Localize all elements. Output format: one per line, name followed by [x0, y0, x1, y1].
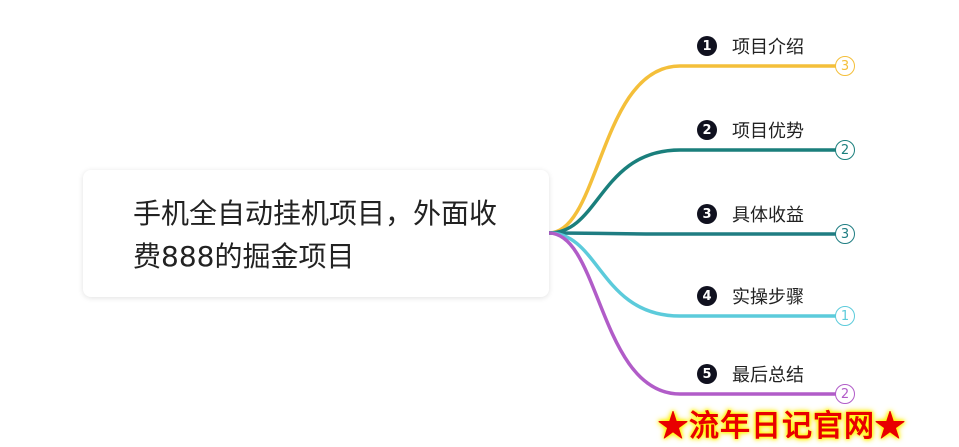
root-topic-text: 手机全自动挂机项目，外面收费888的掘金项目	[133, 197, 498, 273]
branch-label: 实操步骤	[732, 287, 804, 308]
branch-label: 项目介绍	[732, 37, 804, 58]
root-topic[interactable]: 手机全自动挂机项目，外面收费888的掘金项目	[83, 170, 549, 297]
collapse-count-button[interactable]: 2	[835, 384, 855, 404]
branch-line	[548, 231, 836, 396]
branch-line	[548, 231, 836, 318]
branch-topic[interactable]: 3 具体收益	[697, 202, 804, 226]
branch-label: 项目优势	[732, 121, 804, 142]
branch-topic[interactable]: 4 实操步骤	[697, 284, 804, 308]
branch-topic[interactable]: 1 项目介绍	[697, 34, 804, 58]
branch-label: 具体收益	[732, 205, 804, 226]
number-badge-icon: 3	[697, 204, 717, 224]
number-badge-icon: 1	[697, 36, 717, 56]
branch-line	[548, 64, 836, 235]
watermark: ★流年日记官网★	[658, 409, 906, 444]
collapse-count-button[interactable]: 1	[835, 306, 855, 326]
collapse-count-button[interactable]: 2	[835, 140, 855, 160]
number-badge-icon: 5	[697, 364, 717, 384]
branch-topic[interactable]: 5 最后总结	[697, 362, 804, 386]
number-badge-icon: 4	[697, 286, 717, 306]
collapse-count-button[interactable]: 3	[835, 224, 855, 244]
branch-line	[548, 148, 836, 235]
collapse-count-button[interactable]: 3	[835, 56, 855, 76]
branch-label: 最后总结	[732, 365, 804, 386]
branch-line	[548, 231, 836, 236]
number-badge-icon: 2	[697, 120, 717, 140]
branch-topic[interactable]: 2 项目优势	[697, 118, 804, 142]
